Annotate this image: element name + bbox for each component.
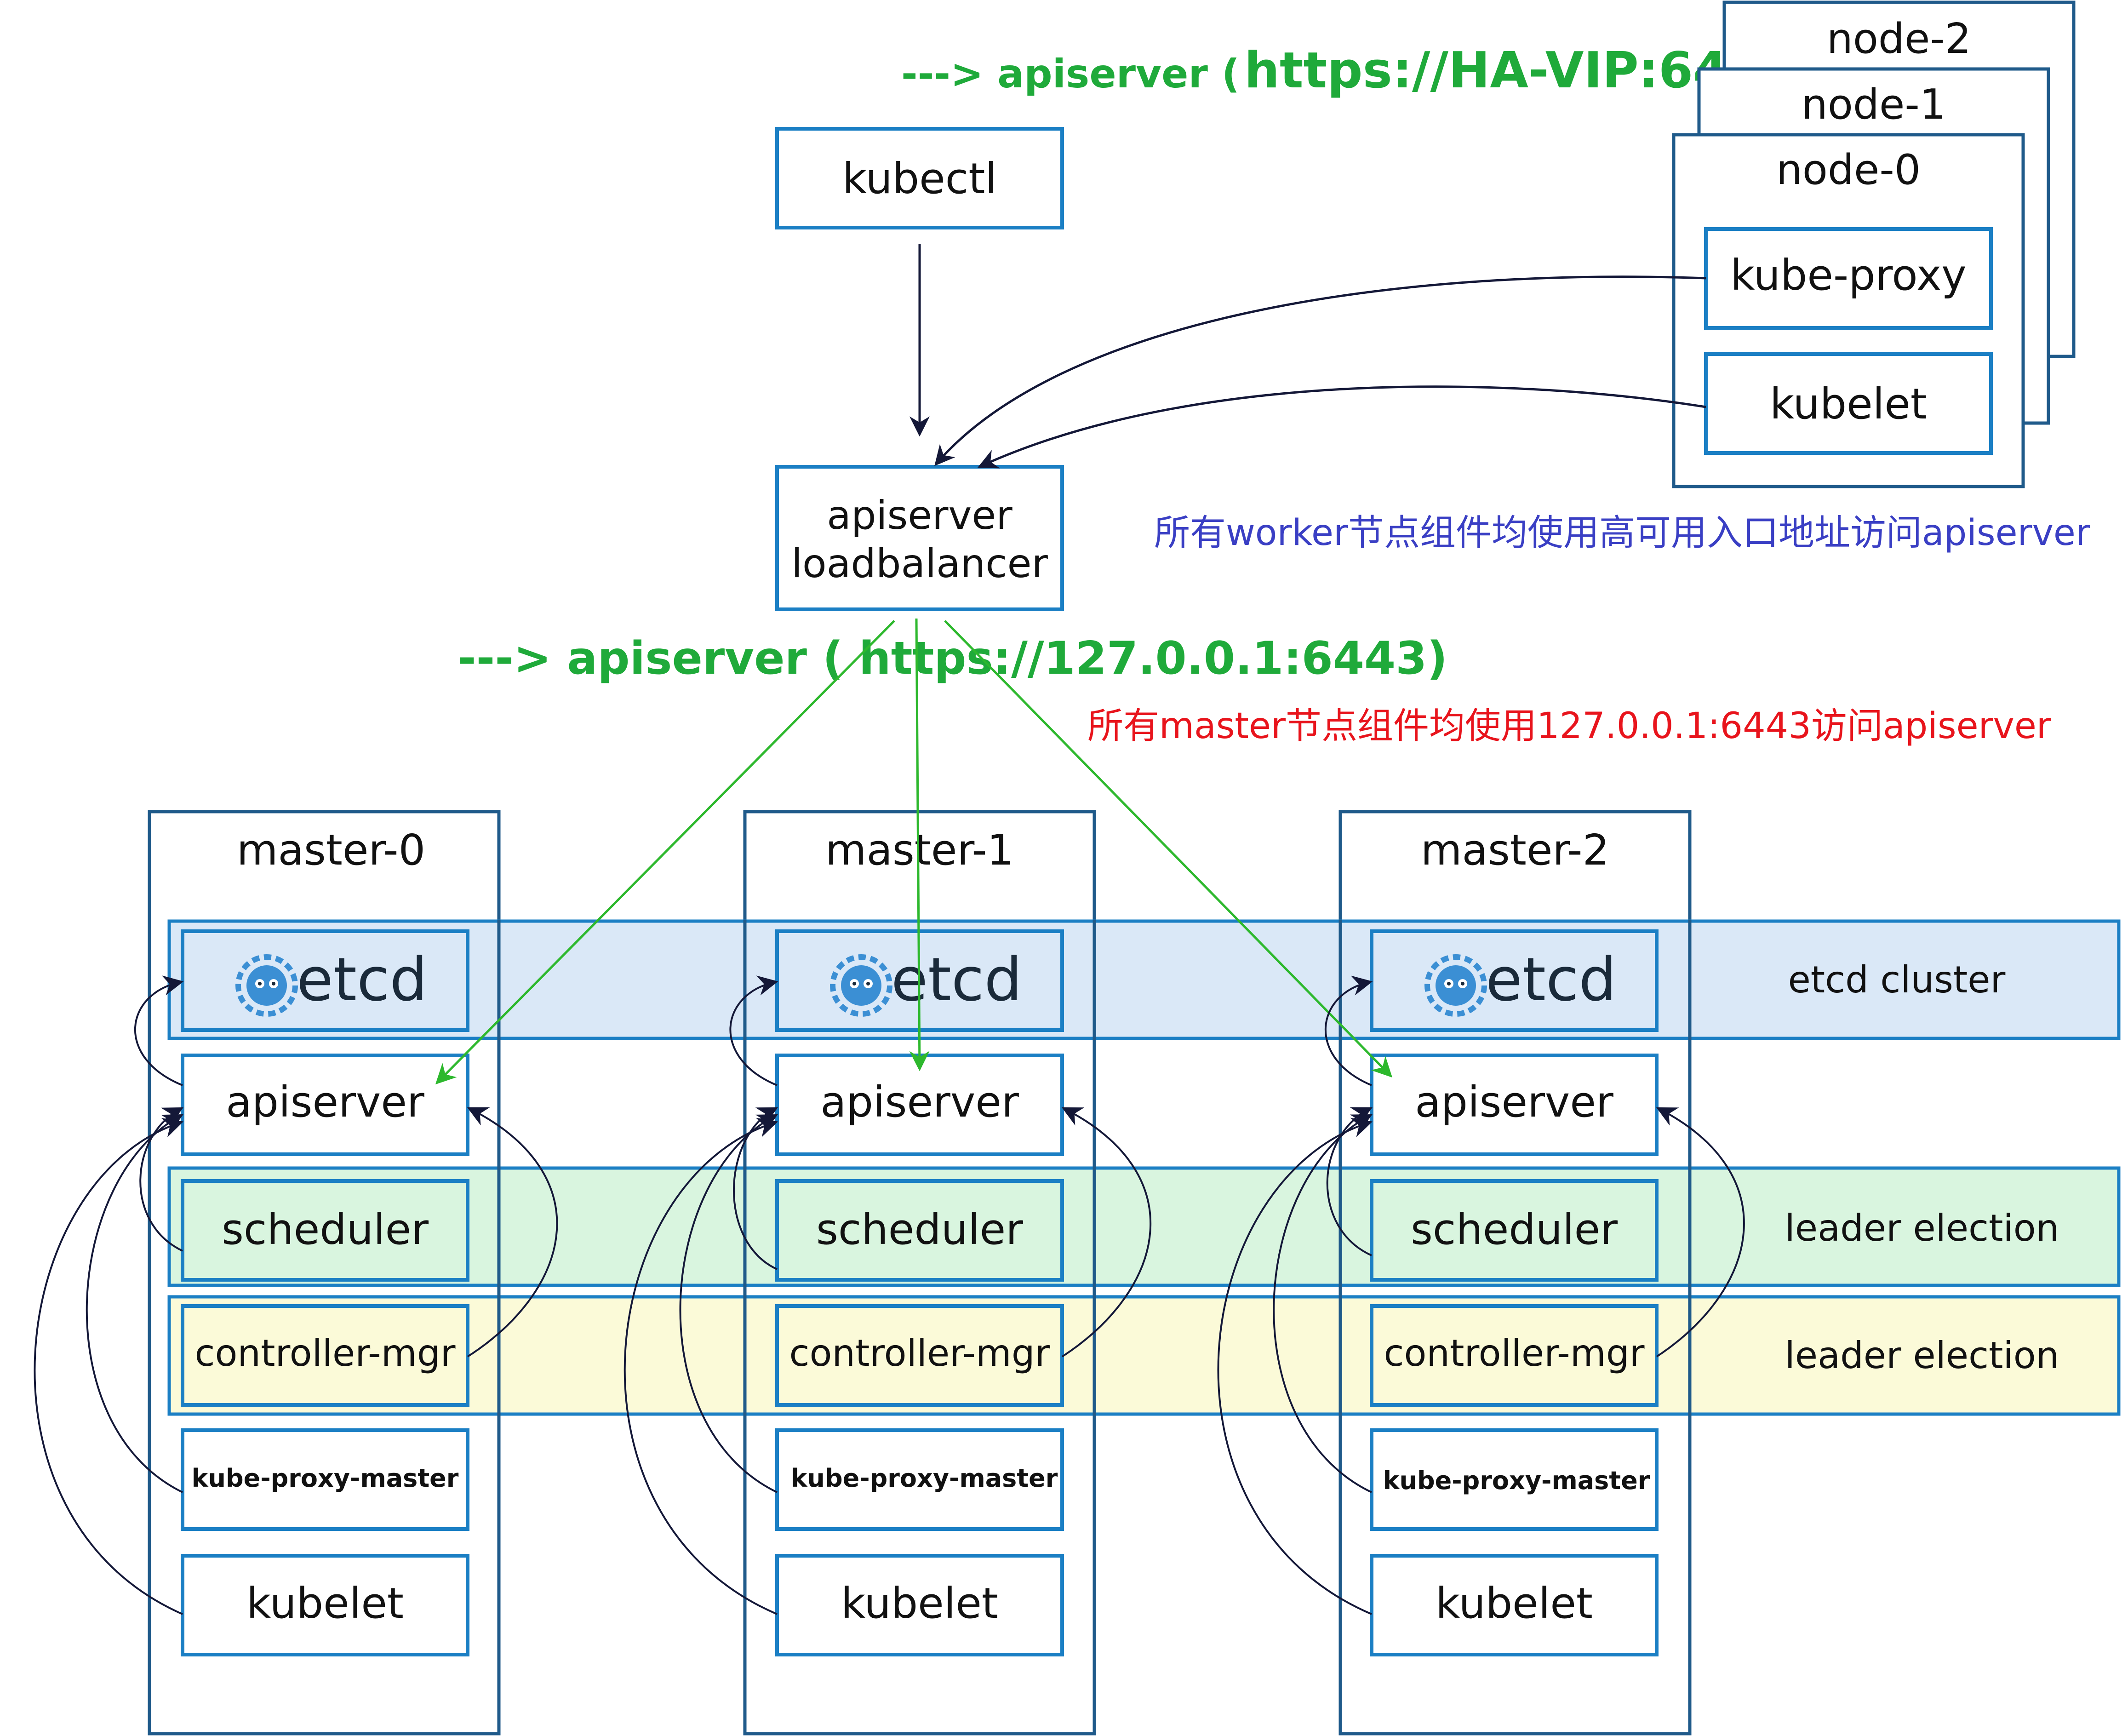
etcd-logo-icon [1424, 954, 1487, 1017]
master-2-controller-label: controller-mgr [1384, 1332, 1645, 1375]
master-2: master-2 etcd apiserver scheduler contro… [1370, 825, 1659, 1656]
node-kube-proxy-box [1704, 227, 1993, 330]
master-frame-overlays [148, 920, 1692, 1416]
master-2-kubelet-label: kubelet [1436, 1579, 1593, 1628]
worker-note: 所有worker节点组件均使用高可用入口地址访问apiserver [1154, 512, 2091, 554]
master-0: master-0 etcd apiserver scheduler contro… [181, 825, 469, 1656]
loadbalancer-line2: loadbalancer [791, 541, 1048, 587]
master-2-kubelet-box [1370, 1554, 1659, 1656]
master-2-scheduler-label: scheduler [1411, 1205, 1618, 1254]
node-kube-proxy-to-lb-arrow [934, 275, 1706, 466]
node-kubelet-to-lb-arrow [977, 385, 1706, 469]
master-0-kubelet-box [181, 1554, 469, 1656]
master-1-kubelet-label: kubelet [841, 1579, 998, 1628]
node-1-title: node-1 [1802, 80, 1946, 129]
master-2-local-arrows [1217, 975, 1745, 1615]
master-2-controller-box [1370, 1304, 1659, 1407]
etcd-logo-icon [830, 954, 892, 1017]
master-2-apiserver-box [1370, 1054, 1659, 1156]
local-endpoint-label: ---> apiserver ( https://127.0.0.1:6443) [458, 632, 1447, 685]
master-0-apiserver-box [181, 1054, 469, 1156]
lb-to-master-0-apiserver-arrow [435, 620, 895, 1085]
master-1: master-1 etcd apiserver scheduler contro… [775, 825, 1064, 1656]
master-2-etcd-box [1370, 929, 1659, 1032]
master-1-controller-label: controller-mgr [789, 1332, 1050, 1375]
master-0-title: master-0 [237, 825, 425, 875]
master-0-scheduler-label: scheduler [222, 1205, 429, 1254]
lb-to-master-1-apiserver-arrow [909, 618, 930, 1071]
node-kubelet-label: kubelet [1770, 379, 1927, 429]
master-0-local-arrows [34, 975, 558, 1615]
master-0-kubelet-label: kubelet [246, 1579, 404, 1628]
master-1-kube-proxy-label: kube-proxy-master [791, 1464, 1058, 1493]
etcd-logo-icon [235, 954, 298, 1017]
master-0-controller-box [181, 1304, 469, 1407]
node-kube-proxy-label: kube-proxy [1730, 251, 1967, 300]
master-2-kube-proxy-box [1370, 1428, 1659, 1531]
node-2-title: node-2 [1827, 15, 1971, 63]
master-1-title: master-1 [825, 825, 1014, 875]
node-0-title: node-0 [1776, 146, 1921, 194]
master-1-kubelet-box [775, 1554, 1064, 1656]
master-2-scheduler-box [1370, 1179, 1659, 1282]
master-1-controller-box [775, 1304, 1064, 1407]
lb-to-master-2-apiserver-arrow [944, 620, 1393, 1078]
master-0-kube-proxy-box [181, 1428, 469, 1531]
master-1-apiserver-label: apiserver [820, 1077, 1019, 1127]
controller-election-band [167, 1295, 2121, 1416]
master-0-etcd-label: etcd [297, 945, 428, 1014]
kubectl-box [775, 127, 1064, 229]
master-1-scheduler-box [775, 1179, 1064, 1282]
master-1-local-arrows [623, 975, 1152, 1615]
master-0-apiserver-label: apiserver [226, 1077, 424, 1127]
etcd-cluster-band [167, 919, 2121, 1040]
loadbalancer-box [775, 465, 1064, 611]
master-0-controller-label: controller-mgr [195, 1332, 456, 1375]
loadbalancer-line1: apiserver [827, 493, 1012, 539]
ha-endpoint-label: ---> apiserver (https://HA-VIP:6444) [901, 42, 1824, 99]
master-0-kube-proxy-label: kube-proxy-master [192, 1464, 459, 1493]
master-2-etcd-label: etcd [1486, 945, 1617, 1014]
controller-election-label: leader election [1785, 1334, 2059, 1377]
master-2-title: master-2 [1421, 825, 1609, 875]
master-note: 所有master节点组件均使用127.0.0.1:6443访问apiserver [1087, 705, 2052, 747]
master-1-apiserver-box [775, 1054, 1064, 1156]
node-kubelet-box [1704, 352, 1993, 455]
master-1-scheduler-label: scheduler [816, 1205, 1023, 1254]
master-0-scheduler-box [181, 1179, 469, 1282]
master-2-apiserver-label: apiserver [1415, 1077, 1613, 1127]
kubectl-label: kubectl [842, 154, 997, 203]
master-1-etcd-label: etcd [891, 945, 1022, 1014]
master-1-kube-proxy-box [775, 1428, 1064, 1531]
master-2-kube-proxy-label: kube-proxy-master [1383, 1466, 1650, 1495]
etcd-cluster-label: etcd cluster [1788, 958, 2006, 1001]
ha-prefix: ---> apiserver ( [901, 51, 1240, 97]
scheduler-election-label: leader election [1785, 1207, 2059, 1249]
